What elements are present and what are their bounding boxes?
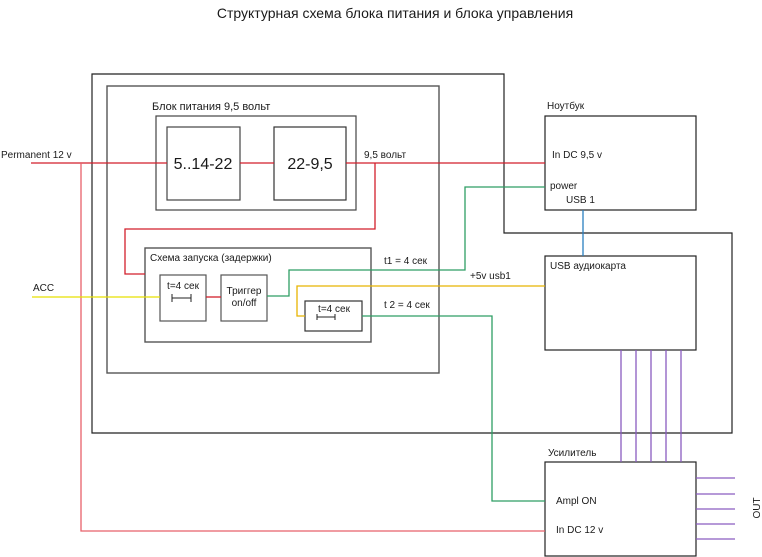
laptop-in-dc-label: In DC 9,5 v (552, 150, 602, 161)
permanent-12v-label: Permanent 12 v (1, 150, 72, 161)
output-voltage-label: 9,5 вольт (364, 150, 406, 161)
wire-delay2-to-ampl-on (362, 315, 545, 502)
delay-1-label: t=4 сек (167, 281, 200, 292)
trigger-label-line1: Триггер (227, 286, 262, 297)
start-circuit-box (144, 247, 372, 343)
enclosure-outline (91, 73, 733, 434)
converter-1-label: 5..14-22 (174, 156, 233, 173)
diagram-title: Структурная схема блока питания и блока … (217, 5, 573, 21)
laptop-usb-label: USB 1 (566, 195, 595, 206)
usb-audio-label: USB аудиокарта (550, 261, 626, 272)
laptop-label: Ноутбук (547, 100, 585, 112)
delay-2-label: t=4 сек (318, 304, 351, 315)
acc-label: ACC (33, 283, 54, 294)
timer-icon (316, 314, 336, 320)
power-supply-label: Блок питания 9,5 вольт (152, 101, 270, 113)
amplifier-in-dc-label: In DC 12 v (556, 525, 603, 536)
usb-5v-label: +5v usb1 (470, 271, 511, 282)
wire-12v-to-amplifier (80, 163, 545, 532)
timer-icon (171, 294, 192, 302)
laptop-power-label: power (550, 181, 578, 192)
wire-trigger-to-laptop-power (267, 186, 545, 297)
output-label: OUT (752, 497, 762, 518)
start-circuit-label: Схема запуска (задержки) (150, 253, 272, 264)
converter-2-label: 22-9,5 (287, 156, 332, 173)
amplifier-label: Усилитель (548, 448, 596, 459)
amplifier-ampl-on-label: Ampl ON (556, 496, 597, 507)
t2-label: t 2 = 4 сек (384, 300, 430, 311)
t1-label: t1 = 4 сек (384, 256, 428, 267)
control-board-outline (106, 85, 440, 374)
trigger-box (220, 274, 268, 322)
wire-usb-5v (296, 285, 545, 317)
delay-1-box (159, 274, 207, 322)
trigger-label-line2: on/off (232, 298, 257, 309)
amplifier-output-wires (696, 477, 735, 540)
amplifier-box (544, 461, 697, 557)
wire-9v5-to-start-circuit (124, 163, 376, 275)
audio-channel-wires (620, 350, 682, 462)
